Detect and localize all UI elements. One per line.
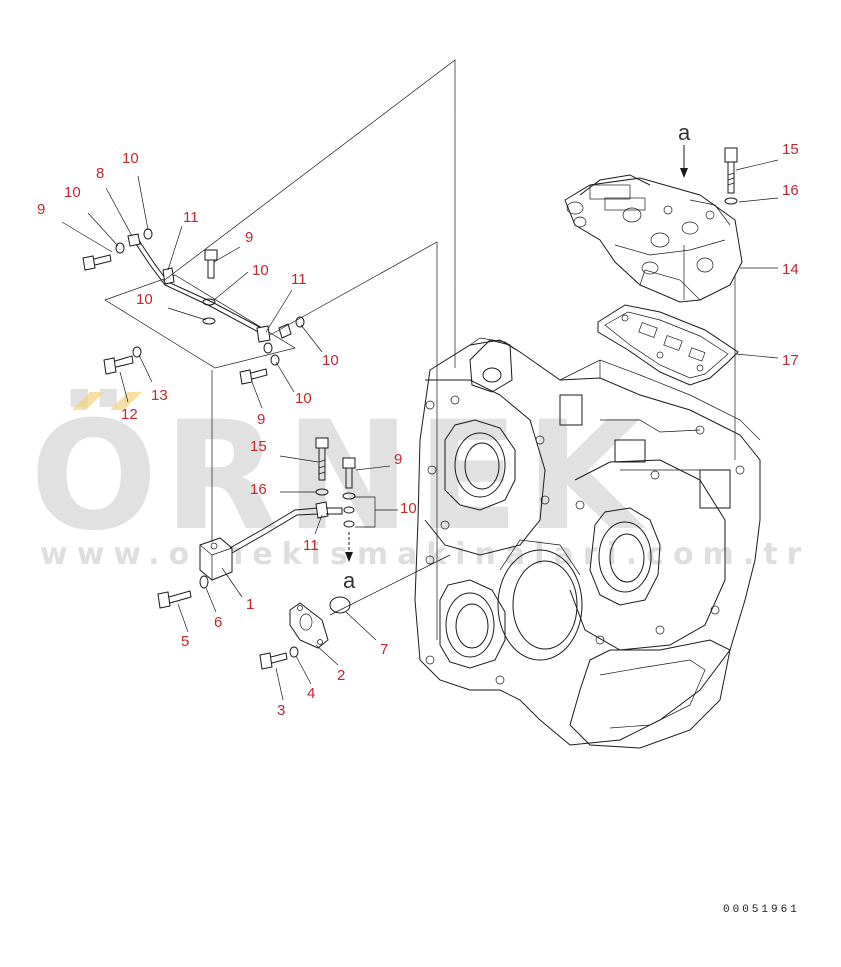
watermark-accent-mark <box>110 392 142 410</box>
callout-10: 10 <box>122 150 139 167</box>
callout-2: 2 <box>337 667 345 684</box>
callout-4: 4 <box>307 685 315 702</box>
callout-11: 11 <box>303 537 319 554</box>
callout-10: 10 <box>136 291 153 308</box>
callout-labels: 9 10 8 10 11 9 10 10 11 10 13 12 9 10 15… <box>37 141 799 719</box>
valve-gasket <box>597 304 739 386</box>
view-marker-label: a <box>678 120 691 145</box>
callout-1: 1 <box>246 596 254 613</box>
callout-12: 12 <box>121 406 138 423</box>
callout-16: 16 <box>782 182 799 199</box>
transmission-housing <box>414 337 761 749</box>
callout-10: 10 <box>64 184 81 201</box>
drawing-id: 00051961 <box>723 904 800 916</box>
lower-tube-assembly <box>157 437 356 670</box>
view-marker-label: a <box>343 568 356 593</box>
callout-10: 10 <box>322 352 339 369</box>
reference-lines <box>161 59 736 640</box>
callout-10: 10 <box>252 262 269 279</box>
callout-6: 6 <box>214 614 222 631</box>
callout-9: 9 <box>257 411 265 428</box>
view-marker-lower: a <box>343 532 356 593</box>
watermark-brand: ÖRNEK <box>30 388 647 564</box>
callout-15: 15 <box>782 141 799 158</box>
callout-10: 10 <box>295 390 312 407</box>
callout-3: 3 <box>277 702 285 719</box>
callout-9: 9 <box>394 451 402 468</box>
callout-14: 14 <box>782 261 799 278</box>
callout-17: 17 <box>782 352 799 369</box>
watermark: ÖRNEK www.ornekismakinalari.com.tr <box>30 388 810 572</box>
callout-5: 5 <box>181 633 189 650</box>
watermark-url: www.ornekismakinalari.com.tr <box>40 537 810 572</box>
watermark-accent-mark <box>72 392 104 410</box>
callout-15: 15 <box>250 438 267 455</box>
callout-11: 11 <box>183 209 199 226</box>
upper-tube-assembly <box>82 228 305 385</box>
callout-9: 9 <box>245 229 253 246</box>
callout-8: 8 <box>96 165 104 182</box>
bolt-15-upper <box>724 147 738 205</box>
callout-11: 11 <box>291 271 307 288</box>
callout-9: 9 <box>37 201 45 218</box>
callout-10: 10 <box>400 500 417 517</box>
leader-lines <box>61 159 779 701</box>
callout-13: 13 <box>151 387 168 404</box>
callout-16: 16 <box>250 481 267 498</box>
control-valve <box>564 174 743 303</box>
callout-7: 7 <box>380 641 388 658</box>
view-marker-upper: a <box>678 120 691 178</box>
